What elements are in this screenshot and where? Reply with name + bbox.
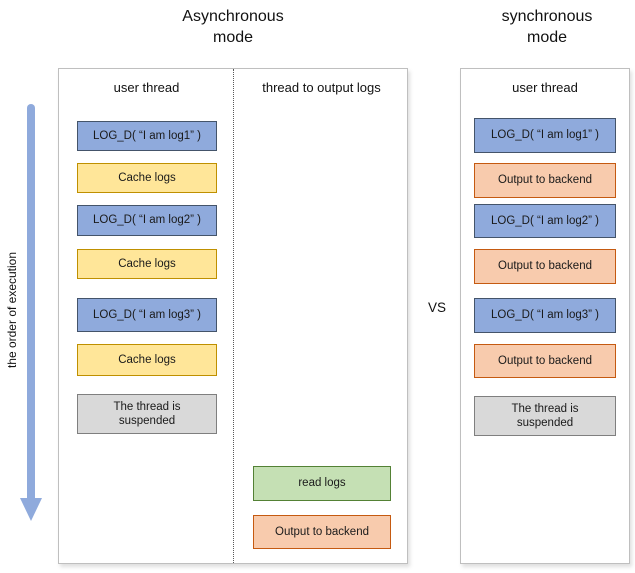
sync-mode-title-line1: synchronous (501, 8, 593, 25)
execution-order-label: the order of execution (5, 251, 19, 369)
sync-thread-suspended-box: The thread is suspended (474, 396, 616, 436)
async-output-backend-box: Output to backend (253, 515, 391, 549)
async-log-call-box-1: LOG_D( “I am log1” ) (77, 121, 217, 151)
async-mode-title: Asynchronous mode (133, 6, 333, 48)
async-cache-logs-box-2: Cache logs (77, 249, 217, 279)
async-mode-title-line2: mode (212, 29, 254, 46)
sync-mode-title-line2: mode (526, 29, 568, 46)
sync-user-thread-header: user thread (512, 80, 578, 95)
sync-log-call-box-2: LOG_D( “I am log2” ) (474, 204, 616, 238)
execution-order-arrow-down-icon (20, 498, 42, 521)
sync-mode-panel: user thread LOG_D( “I am log1” ) Output … (460, 68, 630, 564)
async-mode-title-line1: Asynchronous (182, 8, 284, 25)
async-log-call-box-3: LOG_D( “I am log3” ) (77, 298, 217, 332)
execution-order-arrow-shaft (27, 104, 35, 500)
sync-output-backend-box-3: Output to backend (474, 344, 616, 378)
sync-mode-title: synchronous mode (447, 6, 635, 48)
async-thread-suspended-box: The thread is suspended (77, 394, 217, 434)
vs-label: VS (427, 300, 446, 315)
async-mode-panel: user thread thread to output logs LOG_D(… (58, 68, 408, 564)
async-read-logs-box: read logs (253, 466, 391, 501)
sync-log-call-box-1: LOG_D( “I am log1” ) (474, 118, 616, 153)
async-output-thread-header: thread to output logs (262, 80, 381, 95)
async-log-call-box-2: LOG_D( “I am log2” ) (77, 205, 217, 236)
async-user-thread-header: user thread (113, 80, 180, 95)
thread-divider-dotted-line (233, 69, 234, 563)
sync-output-backend-box-2: Output to backend (474, 249, 616, 284)
sync-log-call-box-3: LOG_D( “I am log3” ) (474, 298, 616, 333)
async-cache-logs-box-3: Cache logs (77, 344, 217, 376)
async-cache-logs-box-1: Cache logs (77, 163, 217, 193)
sync-output-backend-box-1: Output to backend (474, 163, 616, 198)
